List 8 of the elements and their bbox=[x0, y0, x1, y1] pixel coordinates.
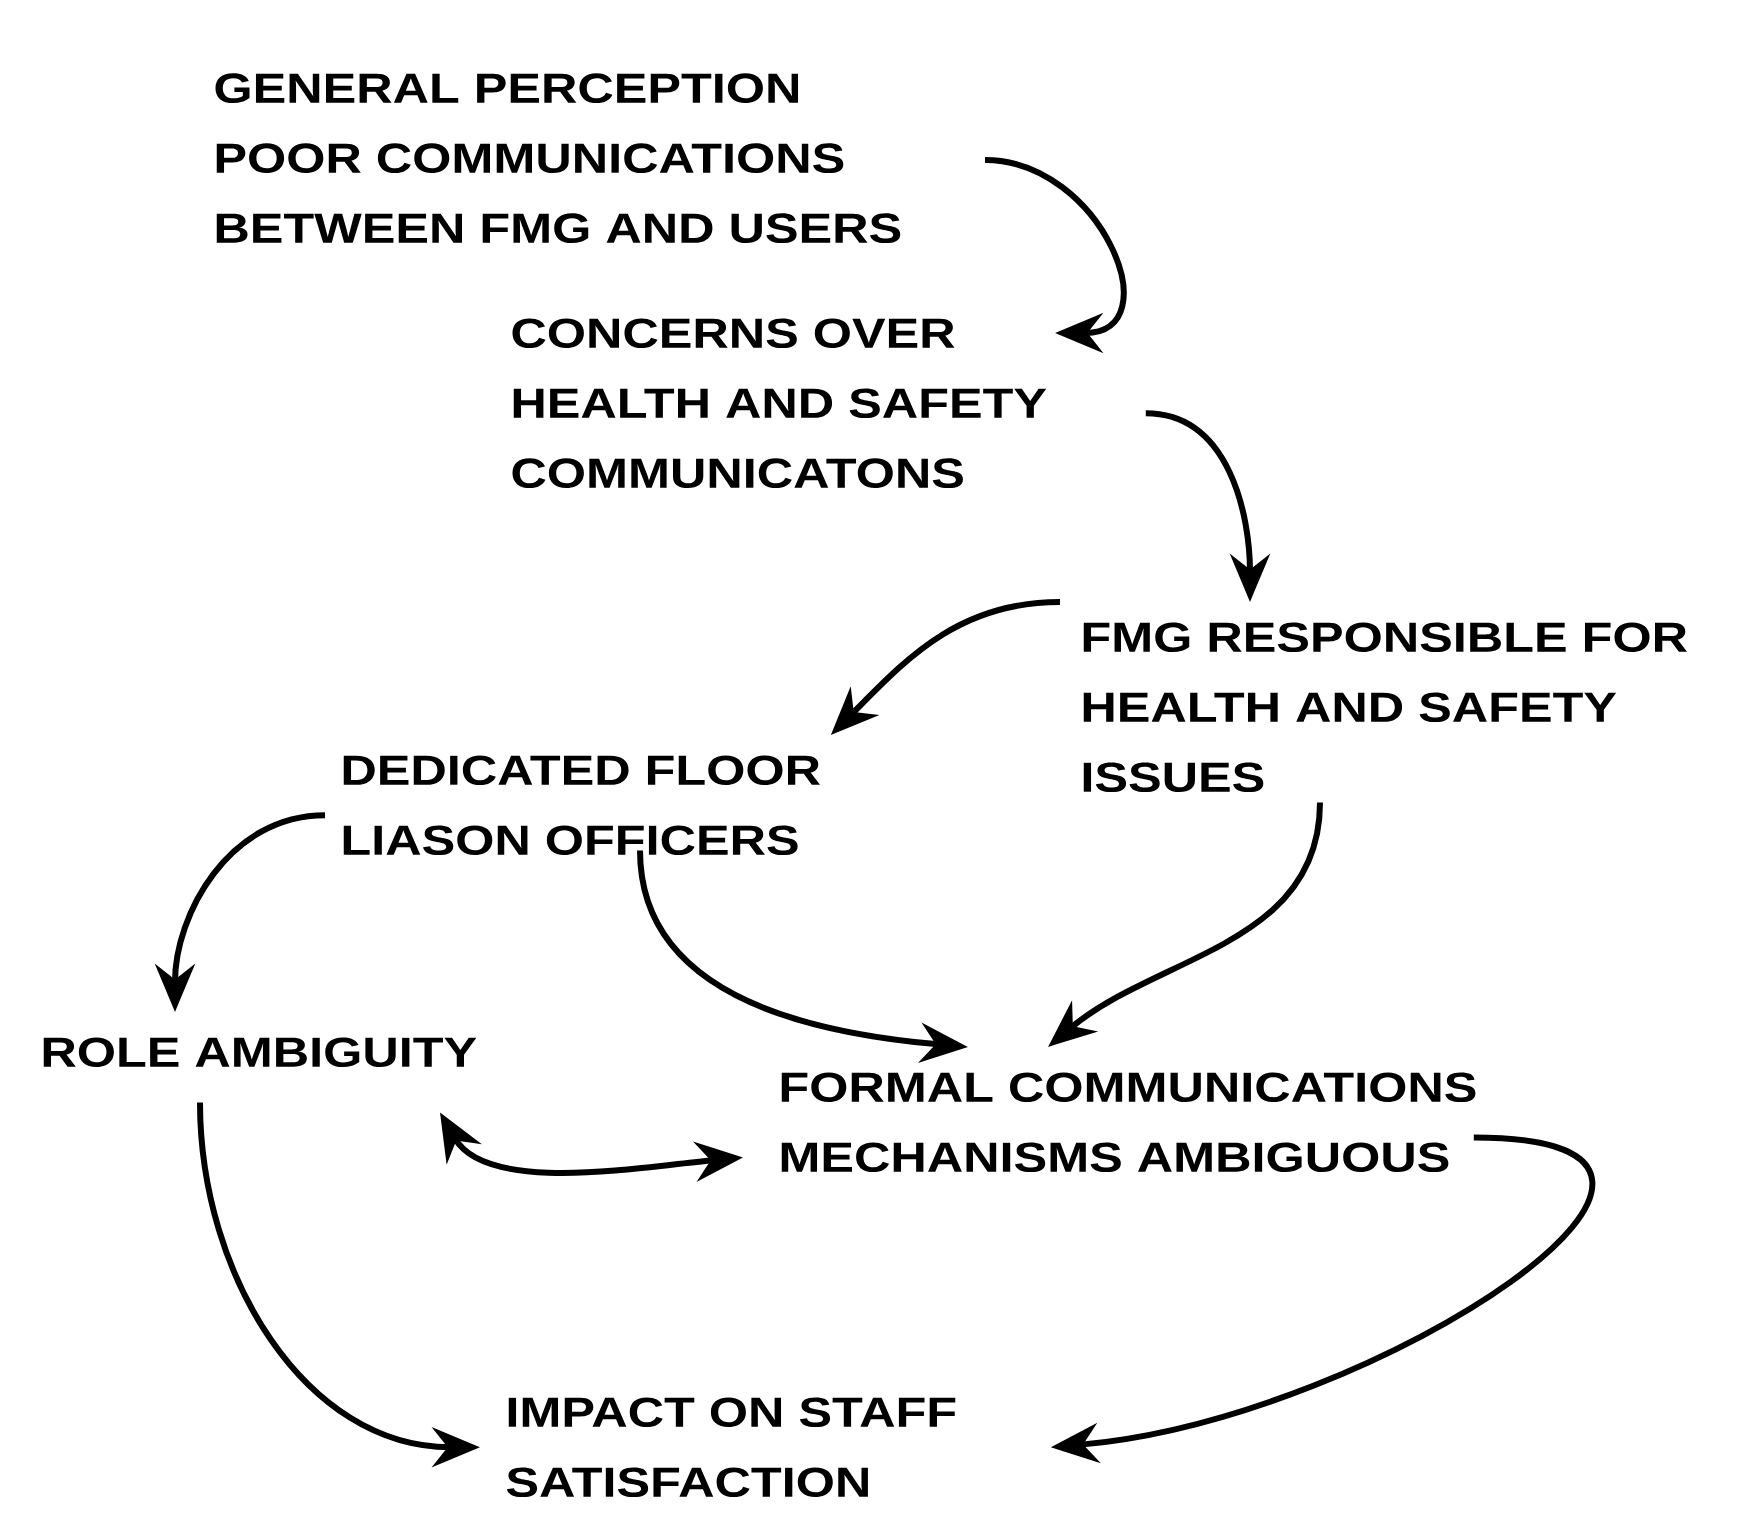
node-text: DEDICATED FLOOR LIASON OFFICERS bbox=[343, 755, 820, 856]
node-text: GENERAL PERCEPTION POOR COMMUNICATIONS BETWEEN FMG AND USERS bbox=[215, 73, 901, 244]
node-text: CONCERNS OVER HEALTH AND SAFETY COMMUNICATONS bbox=[512, 318, 1047, 489]
node-text: ROLE AMBIGUITY bbox=[43, 1037, 477, 1068]
node-text: IMPACT ON STAFF SATISFACTION bbox=[506, 1397, 956, 1498]
node-text: FORMAL COMMUNICATIONS MECHANISMS AMBIGUOUS bbox=[781, 1072, 1476, 1173]
arrow bbox=[984, 157, 1127, 354]
node-text: FMG RESPONSIBLE FOR HEALTH AND SAFETY ISSUES bbox=[1083, 622, 1687, 793]
